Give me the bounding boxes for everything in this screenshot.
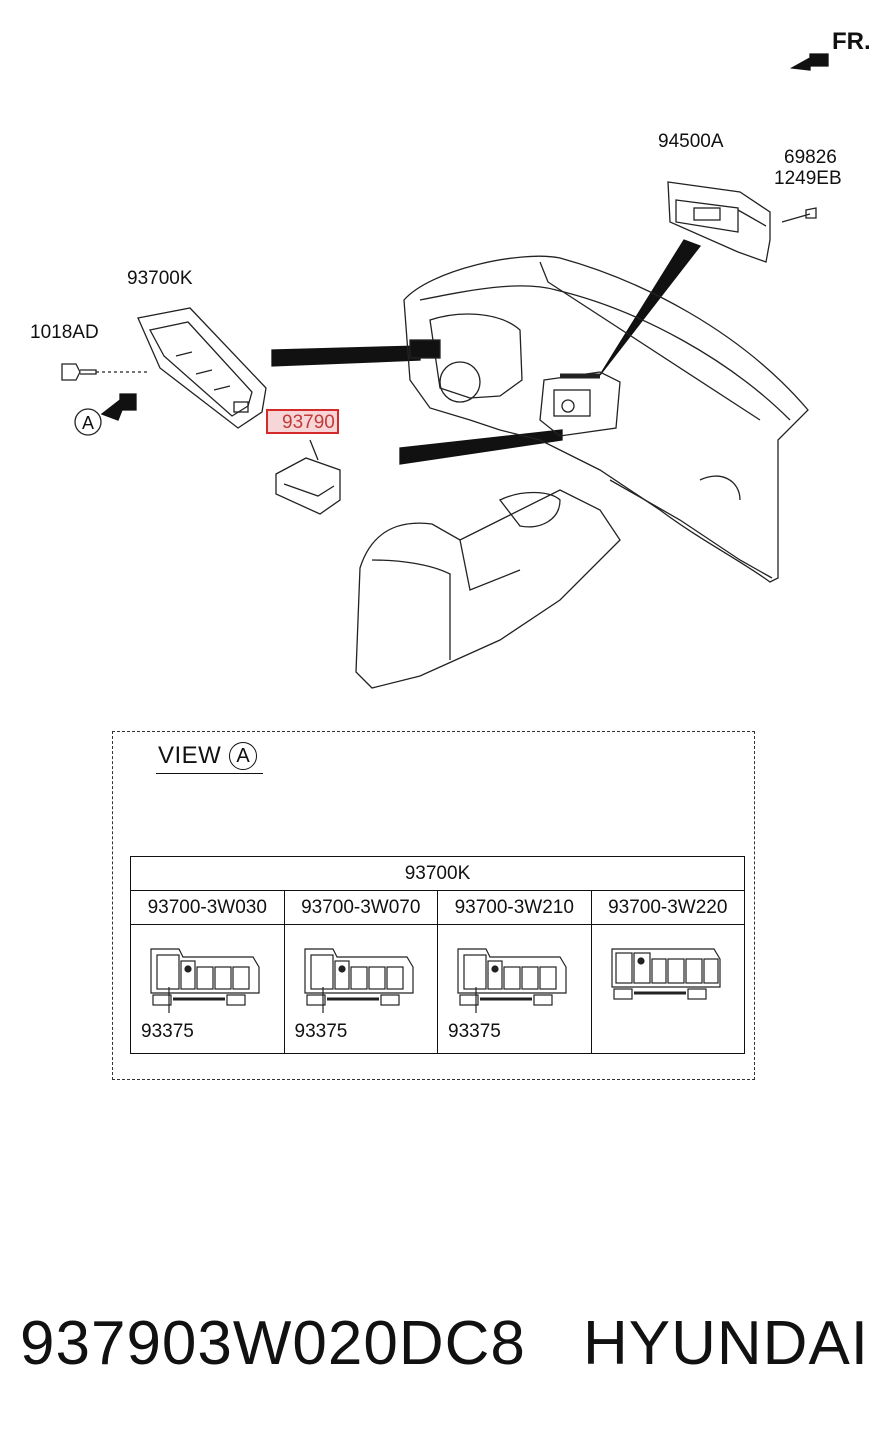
label-93700K: 93700K xyxy=(127,268,193,289)
label-1018AD: 1018AD xyxy=(30,322,99,343)
front-direction-label: FR. xyxy=(832,28,871,55)
variant-cell: 93375 xyxy=(283,924,438,1054)
part-number: 937903W020DC8 xyxy=(20,1309,526,1378)
label-69826: 69826 xyxy=(784,147,837,168)
view-a-arrow-icon xyxy=(100,393,137,421)
column-header: 93700-3W070 xyxy=(283,890,438,925)
brand-name: HYUNDAI xyxy=(583,1309,870,1378)
switch-panel-icon xyxy=(150,948,260,1013)
variant-cell: 93375 xyxy=(437,924,592,1054)
view-underline xyxy=(156,773,263,774)
view-a-frame xyxy=(112,731,755,1080)
sub-part-label: 93375 xyxy=(141,1021,194,1042)
view-a-marker: A xyxy=(82,413,95,433)
view-a-title: VIEW A xyxy=(158,742,258,770)
switch-93790 xyxy=(275,457,341,515)
front-arrow-icon xyxy=(789,53,829,71)
screw-1249EB xyxy=(781,207,817,223)
variant-cell: 93375 xyxy=(130,924,285,1054)
column-header: 93700-3W220 xyxy=(590,890,745,925)
switch-panel-icon xyxy=(610,948,721,1000)
switch-panel-93700K xyxy=(137,307,267,429)
variant-cell xyxy=(590,924,745,1054)
column-header: 93700-3W030 xyxy=(130,890,285,925)
footer: 937903W020DC8 HYUNDAI xyxy=(0,1308,886,1388)
view-marker: A xyxy=(229,742,258,770)
column-header: 93700-3W210 xyxy=(437,890,592,925)
sub-part-label: 93375 xyxy=(448,1021,501,1042)
highlighted-part-93790[interactable]: 93790 xyxy=(266,409,339,434)
highlighted-part-label: 93790 xyxy=(282,412,335,433)
parts-table-header: 93700K xyxy=(130,856,745,891)
dashboard xyxy=(403,255,809,583)
switch-panel-icon xyxy=(303,948,414,1013)
parts-table: 93700K 93700-3W030 93700-3W070 93700-3W2… xyxy=(130,856,745,1054)
center-console xyxy=(355,489,621,689)
climate-module-94500A xyxy=(667,181,771,263)
label-94500A: 94500A xyxy=(658,131,724,152)
view-label: VIEW xyxy=(158,742,222,769)
sub-part-label: 93375 xyxy=(294,1021,348,1042)
dashboard-exploded-diagram xyxy=(61,53,829,689)
bolt-1018AD xyxy=(61,363,97,381)
switch-panel-icon xyxy=(457,948,567,1013)
label-1249EB: 1249EB xyxy=(774,168,842,189)
